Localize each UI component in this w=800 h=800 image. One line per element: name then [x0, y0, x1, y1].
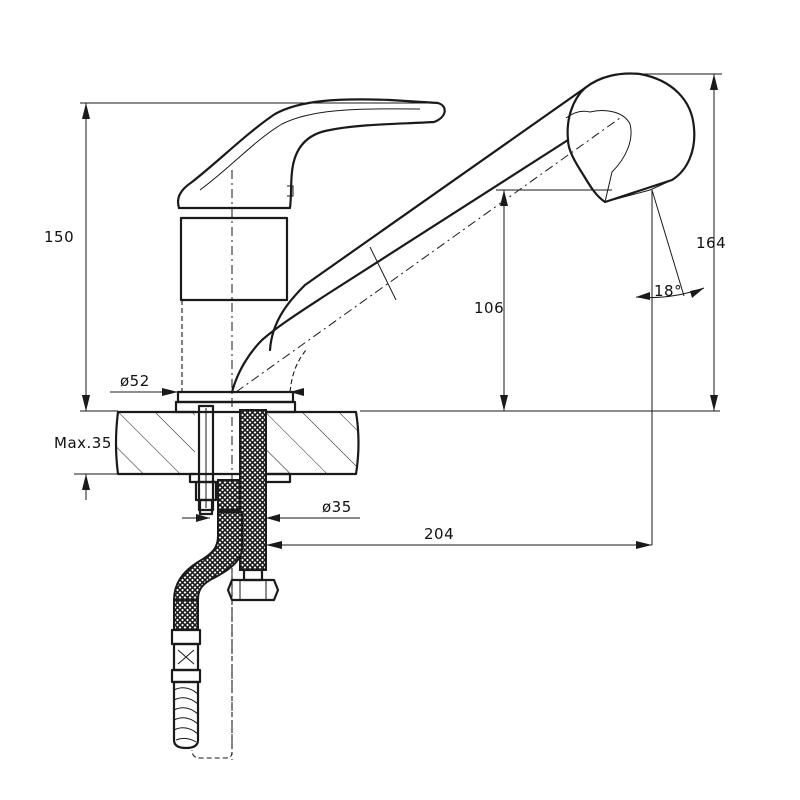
- dim-164-arrow-bottom: [710, 395, 718, 411]
- spray-head-tip: [565, 110, 591, 119]
- lever-inner-curve: [199, 108, 421, 191]
- spout-lower-edge: [230, 138, 570, 394]
- spray-head-inner: [589, 110, 632, 203]
- spout-collar-line: [369, 246, 397, 301]
- stud-end: [198, 498, 214, 516]
- pullout-hose-straight: [173, 599, 199, 631]
- dim-164-label: 164: [696, 234, 726, 252]
- pullout-spout: [230, 72, 696, 394]
- dim-max35-arrow-top: [82, 395, 90, 411]
- check-valve-symbol: [177, 649, 195, 665]
- angle-arrow-right: [690, 288, 704, 298]
- threaded-stud: [197, 404, 215, 512]
- hose-coupling: [170, 628, 202, 646]
- angle-leg-inclined: [651, 189, 685, 297]
- mounting-hardware: [170, 404, 292, 750]
- dim-106-arrow-top: [500, 190, 508, 206]
- dim-204-arrow-left: [266, 541, 282, 549]
- dim-204-label: 204: [424, 525, 454, 543]
- supply-hose-braided-center: [217, 479, 241, 511]
- hose-weight: [170, 668, 202, 684]
- lever-handle: [176, 98, 446, 210]
- spiral-hose: [172, 680, 200, 750]
- dim-164-arrow-top: [710, 74, 718, 90]
- spiral-hose-coils: [173, 687, 199, 743]
- dim-height-spout: 106: [474, 189, 612, 411]
- dim-d52-label: ø52: [120, 372, 150, 390]
- lever-outline: [176, 98, 446, 210]
- dim-106-label: 106: [474, 299, 504, 317]
- dim-150-arrow-top: [82, 103, 90, 119]
- dim-spout-reach: 204: [266, 525, 652, 549]
- dim-max35-arrow-bottom: [82, 474, 90, 490]
- hose-loop-dashed: [191, 560, 233, 759]
- dim-150-label: 150: [44, 228, 74, 246]
- dim-body-diameter: ø52: [110, 372, 304, 396]
- countertop-hatch-left: [117, 411, 195, 475]
- hex-nut-right: [226, 578, 280, 602]
- dim-d52-arrow-right: [290, 388, 304, 396]
- angle-arrow-left: [636, 292, 650, 300]
- lever-hinge: [287, 185, 294, 197]
- dim-counter-thickness: Max.35: [54, 384, 118, 500]
- countertop-hatch-right: [265, 411, 357, 475]
- spout-hose-dashed: [289, 349, 307, 393]
- dim-height-total: 164: [640, 73, 726, 411]
- dim-d35-label: ø35: [322, 498, 352, 516]
- dim-d35-arrow-left: [196, 514, 210, 522]
- centerlines: [191, 117, 621, 760]
- dim-spout-angle: 18°: [635, 189, 705, 545]
- body-base-flange: [174, 400, 297, 414]
- spout-upper-edge: [268, 86, 587, 352]
- dim-height-lever: 150: [44, 102, 438, 412]
- dim-hole-diameter: ø35: [182, 498, 360, 522]
- dim-d35-arrow-right: [266, 514, 280, 522]
- countertop-outline: [114, 410, 360, 476]
- faucet-body: [174, 206, 297, 414]
- spray-nozzle-face: [604, 179, 673, 203]
- body-cylinder: [179, 216, 289, 302]
- dim-max35-label: Max.35: [54, 434, 112, 452]
- dim-d52-arrow: [162, 388, 178, 396]
- angle-label: 18°: [654, 282, 682, 300]
- dim-106-arrow-bottom: [500, 395, 508, 411]
- dim-204-arrow-right: [636, 541, 652, 549]
- spout-centerline: [235, 117, 621, 393]
- supply-hose-braided-right: [239, 409, 267, 571]
- countertop: [114, 410, 720, 476]
- hose-fitting-right: [242, 568, 264, 582]
- body-base: [176, 390, 295, 404]
